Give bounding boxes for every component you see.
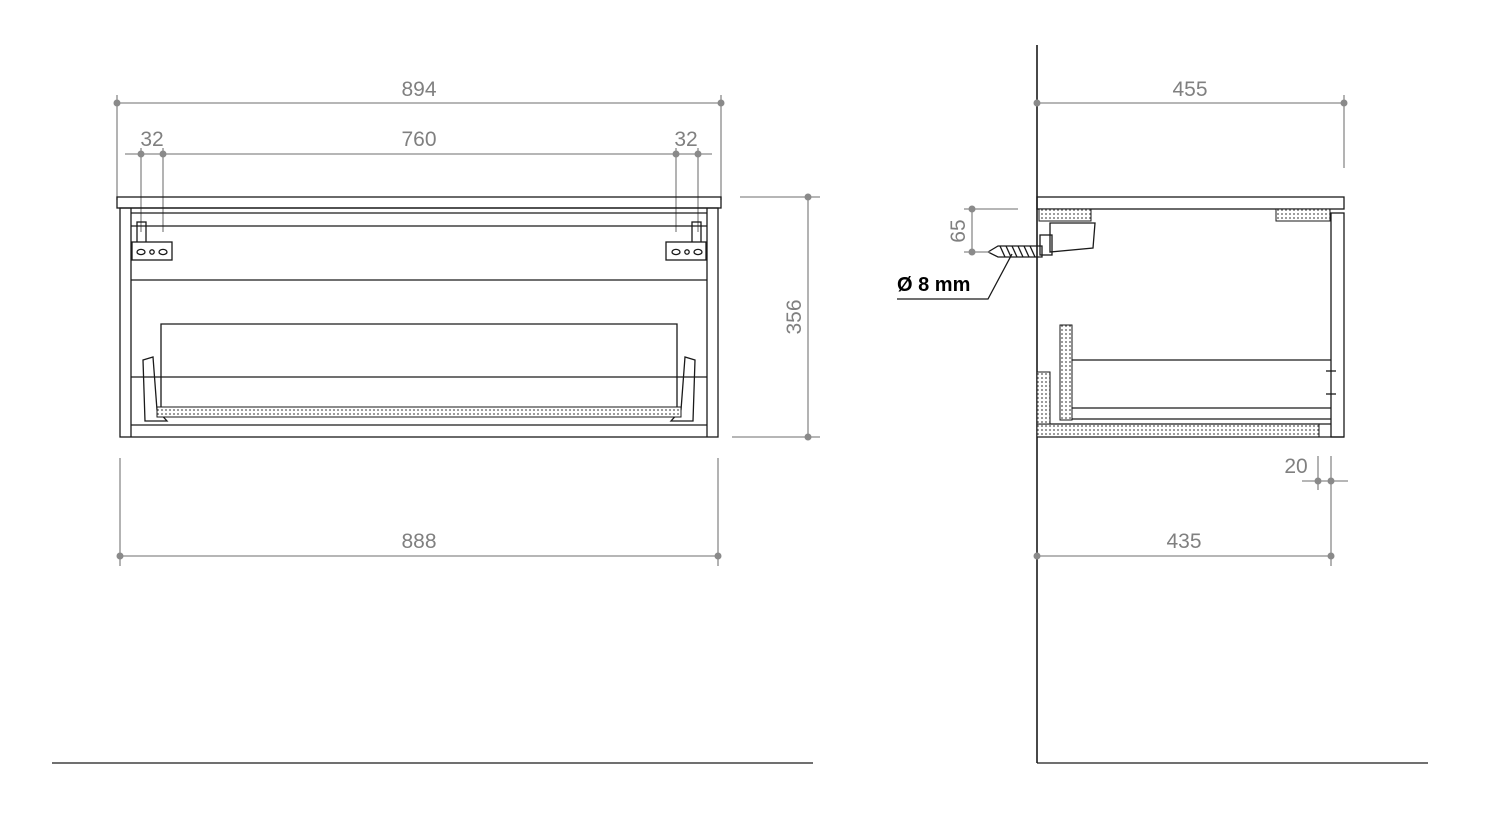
dim-mount-height: 65 (947, 205, 1018, 256)
right-wall-bracket (665, 221, 707, 261)
dim-depth: 455 (1033, 78, 1348, 168)
dim-height: 356 (732, 193, 820, 441)
dim-overall-width: 894 (113, 78, 725, 200)
dim-bottom-width: 888 (116, 458, 722, 566)
label-depth: 455 (1172, 78, 1207, 101)
front-cabinet (116, 196, 722, 438)
dim-hole-spacing: 32 760 32 (125, 128, 712, 232)
label-mount-height: 65 (947, 219, 970, 242)
dim-gap: 20 (1284, 455, 1348, 490)
front-view: 894 32 760 32 (52, 78, 820, 764)
drill-diameter-callout: Ø 8 mm (897, 253, 1013, 300)
hanger-bracket (1049, 222, 1096, 253)
label-gap: 20 (1284, 455, 1307, 478)
front-drawer-box (142, 323, 696, 422)
side-view: 455 (897, 45, 1428, 764)
label-drill-diameter: Ø 8 mm (897, 274, 970, 296)
label-overall-width: 894 (401, 78, 436, 101)
side-cabinet (986, 196, 1345, 438)
side-drawer (1036, 324, 1336, 425)
label-bottom-width: 888 (401, 530, 436, 553)
label-left-offset: 32 (140, 128, 163, 151)
label-hole-spacing: 760 (401, 128, 436, 151)
wall-plug (986, 245, 1043, 258)
label-height: 356 (783, 299, 806, 334)
label-right-offset: 32 (674, 128, 697, 151)
label-inner-depth: 435 (1166, 530, 1201, 553)
left-wall-bracket (131, 221, 173, 261)
dim-inner-depth: 435 (1033, 490, 1335, 566)
